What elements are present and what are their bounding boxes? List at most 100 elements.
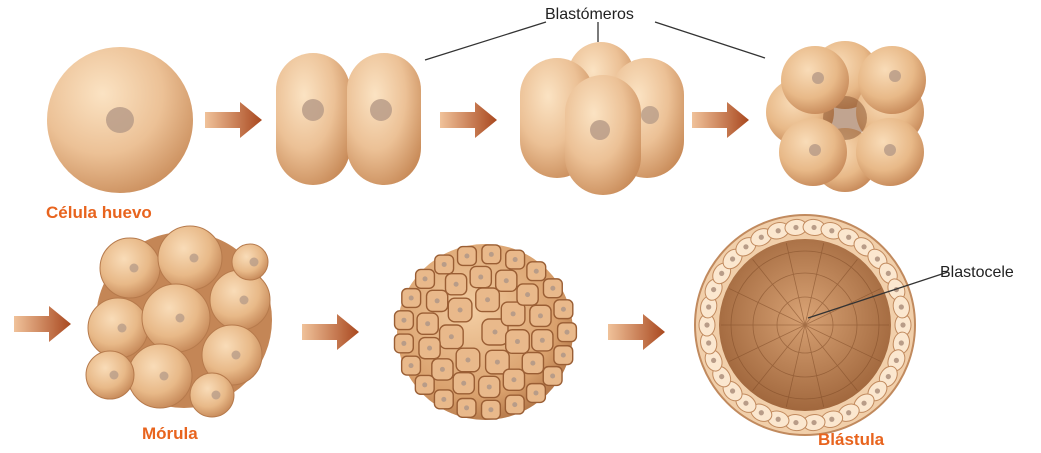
nucleus [538,313,543,318]
nucleus [401,341,406,346]
arrow [302,314,359,350]
nucleus [533,391,538,396]
nucleus [465,357,470,362]
nucleus [719,271,724,276]
nucleus [846,410,851,415]
nucleus [811,420,816,425]
nucleus [190,254,199,263]
nucleus [706,340,711,345]
arrow [14,306,71,342]
nucleus [900,322,905,327]
nucleus [488,407,493,412]
nucleus [875,388,880,393]
nucleus [811,225,816,230]
nucleus [401,318,406,323]
nucleus [899,304,904,309]
nucleus [442,262,447,267]
nucleus [861,244,866,249]
nucleus [212,391,221,400]
nucleus [110,371,119,380]
nucleus [489,252,494,257]
nucleus [540,338,545,343]
eight-cell-stage [766,41,926,192]
nucleus [886,271,891,276]
blastula [695,215,915,435]
nucleus [240,296,249,305]
nucleus [704,322,709,327]
nucleus [861,401,866,406]
arrow [608,314,665,350]
nucleus [711,358,716,363]
nucleus [743,244,748,249]
nucleus [478,275,483,280]
nucleus [493,330,498,335]
nucleus [899,340,904,345]
morula [86,226,272,417]
nucleus [776,228,781,233]
nucleus [743,401,748,406]
nucleus [427,346,432,351]
nucleus [525,292,530,297]
nucleus [464,254,469,259]
nucleus [759,235,764,240]
nucleus [495,360,500,365]
nucleus [512,402,517,407]
arrow [692,102,749,138]
nucleus [130,264,139,273]
nucleus [793,420,798,425]
nucleus [730,256,735,261]
nucleus [511,377,516,382]
nucleus [511,311,516,316]
nucleus [422,382,427,387]
nucleus [759,410,764,415]
nucleus [711,287,716,292]
nucleus [409,296,414,301]
nucleus [719,374,724,379]
nucleus [250,258,259,267]
nucleus [513,257,518,262]
nucleus [454,282,459,287]
arrow [440,102,497,138]
nucleus [458,308,463,313]
nucleus [561,307,566,312]
blastocoel-label: Blastocele [940,264,1014,282]
egg-cell [47,47,193,193]
nucleus [504,278,509,283]
nucleus [441,397,446,402]
four-cell-stage [520,42,684,195]
blastula-label: Blástula [818,430,884,450]
multicell-ball [394,244,576,420]
nucleus [464,405,469,410]
nucleus [176,314,185,323]
nucleus [534,269,539,274]
nucleus [550,374,555,379]
nucleus [875,256,880,261]
nucleus [561,353,566,358]
nucleus [461,381,466,386]
morula-label: Mórula [142,424,198,444]
nucleus [435,298,440,303]
nucleus [409,363,414,368]
nucleus [776,417,781,422]
nucleus [118,324,127,333]
nucleus [706,304,711,309]
nucleus [515,339,520,344]
nucleus [232,351,241,360]
nucleus [106,107,134,133]
nucleus [730,388,735,393]
nucleus [829,228,834,233]
nucleus [793,225,798,230]
nucleus [449,334,454,339]
nucleus [550,286,555,291]
nucleus [530,361,535,366]
nucleus [425,321,430,326]
nucleus [829,417,834,422]
arrow [205,102,262,138]
nucleus [423,276,428,281]
nucleus [487,384,492,389]
nucleus [160,372,169,381]
nucleus [894,358,899,363]
blastomeres-label: Blastómeros [545,6,634,24]
nucleus [886,374,891,379]
